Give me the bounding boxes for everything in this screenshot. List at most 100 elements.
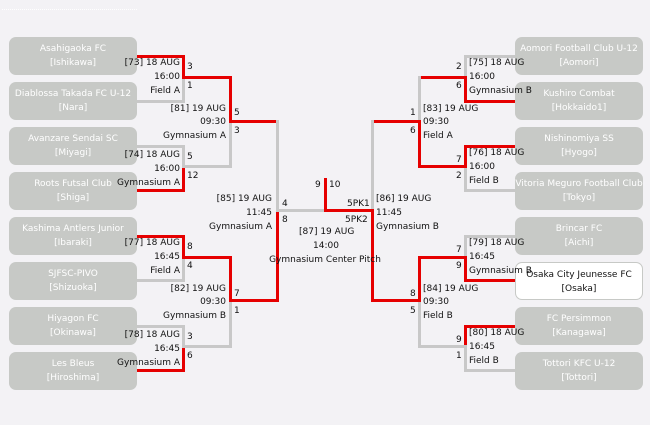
team-box-left-6[interactable]: SJFSC-PIVO [Shizuoka] [9, 262, 137, 300]
match-id: [74] 18 AUG [124, 150, 180, 160]
score: 5 [187, 152, 193, 162]
score: 9 [315, 180, 321, 190]
bracket-line [229, 76, 232, 123]
bracket-line [182, 345, 231, 348]
match-venue: Field A [150, 266, 180, 276]
score: 3 [187, 332, 193, 342]
bracket-line [371, 299, 421, 302]
team-name: Vitoria Meguro Football Club [515, 179, 643, 189]
match-venue: Field A [150, 86, 180, 96]
match-id: [79] 18 AUG [469, 238, 525, 248]
team-box-right-3[interactable]: Nishinomiya SS[Hyogo] [515, 127, 643, 165]
team-name: Osaka City Jeunesse FC [526, 270, 632, 280]
bracket-line [418, 345, 467, 348]
match-time: 16:45 [469, 342, 495, 352]
team-box-left-5[interactable]: Kashima Antlers Junior[Ibaraki] [9, 217, 137, 255]
team-prefecture: [Tottori] [561, 373, 597, 383]
bracket-line [229, 301, 232, 348]
team-box-left-4[interactable]: Roots Futsal Club[Shiga] [9, 172, 137, 210]
team-box-right-8[interactable]: Tottori KFC U-12[Tottori] [515, 352, 643, 390]
team-box-left-2[interactable]: Diablossa Takada FC U-12 [Nara] [9, 82, 137, 120]
bracket-line [229, 120, 278, 123]
bracket-line [418, 256, 421, 302]
match-venue: Field B [469, 356, 499, 366]
score: 2 [456, 62, 462, 72]
team-box-left-1[interactable]: Asahigaoka FC[Ishikawa] [9, 37, 137, 75]
team-prefecture: [Okinawa] [50, 328, 96, 338]
bracket-line [464, 257, 467, 282]
match-time: 11:45 [376, 208, 402, 218]
bracket-line [464, 369, 515, 372]
team-prefecture: [Shiga] [56, 193, 90, 203]
score: 5 [234, 108, 240, 118]
bracket-line [182, 165, 231, 168]
team-box-champion[interactable]: Osaka City Jeunesse FC [Osaka] [515, 262, 643, 300]
match-id: [87] 19 AUG [299, 227, 355, 237]
team-box-left-7[interactable]: Hiyagon FC[Okinawa] [9, 307, 137, 345]
match-venue: Field B [469, 176, 499, 186]
bracket-line [464, 145, 515, 148]
match-time: 16:00 [469, 72, 495, 82]
match-id: [77] 18 AUG [124, 238, 180, 248]
bracket-line [137, 279, 185, 282]
score: 8 [410, 289, 416, 299]
match-id: [78] 18 AUG [124, 330, 180, 340]
score: 5 [410, 306, 416, 316]
team-name: SJFSC-PIVO [48, 269, 98, 279]
match-time: 11:45 [246, 208, 272, 218]
match-time: 16:00 [154, 72, 180, 82]
match-time: 09:30 [423, 297, 449, 307]
bracket-line [276, 210, 279, 302]
match-id: [81] 19 AUG [170, 104, 226, 114]
match-venue: Gymnasium B [376, 222, 439, 232]
team-box-right-1[interactable]: Aomori Football Club U-12[Aomori] [515, 37, 643, 75]
score: 1 [234, 306, 240, 316]
match-id: [75] 18 AUG [469, 58, 525, 68]
team-name: Nishinomiya SS [544, 134, 614, 144]
team-name: Brincar FC [555, 224, 603, 234]
team-box-right-5[interactable]: Brincar FC[Aichi] [515, 217, 643, 255]
score: 7 [456, 245, 462, 255]
bracket-line [276, 209, 326, 212]
bracket-line [137, 325, 185, 328]
score: 9 [456, 261, 462, 271]
score: 9 [456, 335, 462, 345]
team-prefecture: [Aomori] [559, 58, 599, 68]
match-time: 09:30 [200, 297, 226, 307]
team-prefecture: [Ishikawa] [49, 58, 96, 68]
bracket-line [324, 209, 374, 212]
match-id: [76] 18 AUG [469, 148, 525, 158]
bracket-line [324, 178, 327, 212]
team-box-right-4[interactable]: Vitoria Meguro Football Club[Tokyo] [515, 172, 643, 210]
score: 3 [187, 62, 193, 72]
bracket-line [137, 235, 185, 238]
bracket-line [464, 235, 515, 238]
score: 10 [329, 180, 341, 190]
score: 6 [456, 81, 462, 91]
team-name: Diablossa Takada FC U-12 [14, 89, 132, 99]
match-time: 16:45 [154, 252, 180, 262]
team-box-left-3[interactable]: Avanzare Sendai SC[Miyagi] [9, 127, 137, 165]
bracket-line [464, 325, 467, 347]
team-box-right-7[interactable]: FC Persimmon[Kanagawa] [515, 307, 643, 345]
team-prefecture: [Osaka] [561, 284, 597, 294]
bracket-line [182, 166, 185, 191]
bracket-line [371, 210, 374, 302]
score: 6 [187, 351, 193, 361]
bracket-line [371, 120, 374, 211]
bracket-line [137, 100, 185, 103]
score: 7 [234, 289, 240, 299]
score: 1 [187, 81, 193, 91]
team-box-right-2[interactable]: Kushiro Combat[Hokkaido1] [515, 82, 643, 120]
score: 1 [456, 351, 462, 361]
match-time: 16:00 [154, 164, 180, 174]
team-prefecture: [Nara] [58, 103, 88, 113]
match-id: [83] 19 AUG [423, 104, 479, 114]
team-box-left-8[interactable]: Les Bleus[Hiroshima] [9, 352, 137, 390]
bracket-line [464, 346, 467, 371]
bracket-line [464, 77, 467, 102]
match-id: [85] 19 AUG [216, 194, 272, 204]
team-prefecture: [Shizuoka] [49, 283, 97, 293]
match-venue: Gymnasium Center Pitch [269, 255, 381, 265]
match-time: 16:45 [469, 252, 495, 262]
